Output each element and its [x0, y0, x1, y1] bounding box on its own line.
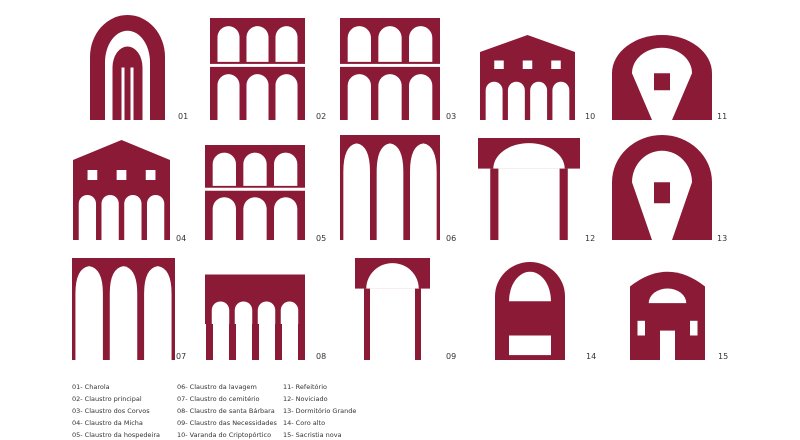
illustration-05: [205, 145, 305, 240]
illustration-03: [340, 18, 440, 120]
building-icon: [355, 258, 430, 360]
legend-item: 12- Noviciado: [283, 395, 328, 403]
illustration-number: 11: [717, 112, 728, 121]
legend-item: 11- Refeitório: [283, 383, 327, 391]
illustration-11: [612, 35, 712, 120]
illustration-number: 05: [316, 234, 327, 243]
illustration-number: 07: [176, 352, 187, 361]
legend-item: 03- Claustro dos Corvos: [72, 407, 150, 415]
illustration-number: 14: [586, 352, 597, 361]
building-icon: [73, 140, 170, 240]
illustration-number: 01: [178, 112, 189, 121]
building-icon: [612, 135, 712, 240]
building-icon: [340, 18, 440, 120]
illustration-08: [205, 270, 305, 360]
building-icon: [612, 35, 712, 120]
illustration-number: 09: [446, 352, 457, 361]
building-icon: [72, 258, 175, 360]
legend-item: 04- Claustro da Micha: [72, 419, 143, 427]
legend-item: 08- Claustro de santa Bárbara: [177, 407, 275, 415]
illustration-09: [355, 258, 430, 360]
illustration-15: [630, 262, 705, 360]
illustration-number: 08: [316, 352, 327, 361]
building-icon: [495, 262, 565, 360]
illustration-number: 02: [316, 112, 327, 121]
legend-item: 05- Claustro da hospedeira: [72, 431, 161, 439]
building-icon: [340, 135, 440, 240]
illustration-number: 04: [176, 234, 187, 243]
illustration-13: [612, 135, 712, 240]
legend-item: 10- Varanda do Criptopórtico: [177, 431, 272, 439]
illustration-number: 12: [585, 234, 596, 243]
illustration-06: [340, 135, 440, 240]
illustration-number: 06: [446, 234, 457, 243]
illustration-number: 13: [717, 234, 728, 243]
legend-item: 15- Sacristia nova: [283, 431, 342, 439]
illustration-number: 03: [446, 112, 457, 121]
illustration-14: [495, 262, 565, 360]
legend-item: 02- Claustro principal: [72, 395, 142, 403]
building-icon: [630, 271, 705, 360]
illustration-12: [478, 138, 580, 240]
legend-item: 07- Claustro do cemitério: [177, 395, 260, 403]
legend-item: 01- Charola: [72, 383, 110, 391]
illustration-04: [73, 140, 170, 240]
legend-item: 06- Claustro da lavagem: [177, 383, 257, 391]
illustration-number: 10: [585, 112, 596, 121]
legend-item: 13- Dormitório Grande: [283, 407, 357, 415]
building-icon: [478, 138, 580, 240]
building-icon: [205, 145, 305, 240]
legend-item: 09- Claustro das Necessidades: [177, 419, 277, 427]
legend-item: 14- Coro alto: [283, 419, 326, 427]
illustration-07: [72, 258, 175, 360]
illustration-number: 15: [718, 352, 729, 361]
illustration-02: [210, 18, 305, 120]
illustration-01: [90, 15, 165, 121]
building-icon: [480, 35, 575, 120]
building-icon: [90, 15, 165, 121]
building-icon: [205, 274, 305, 360]
building-icon: [210, 18, 305, 120]
illustration-10: [480, 35, 575, 120]
